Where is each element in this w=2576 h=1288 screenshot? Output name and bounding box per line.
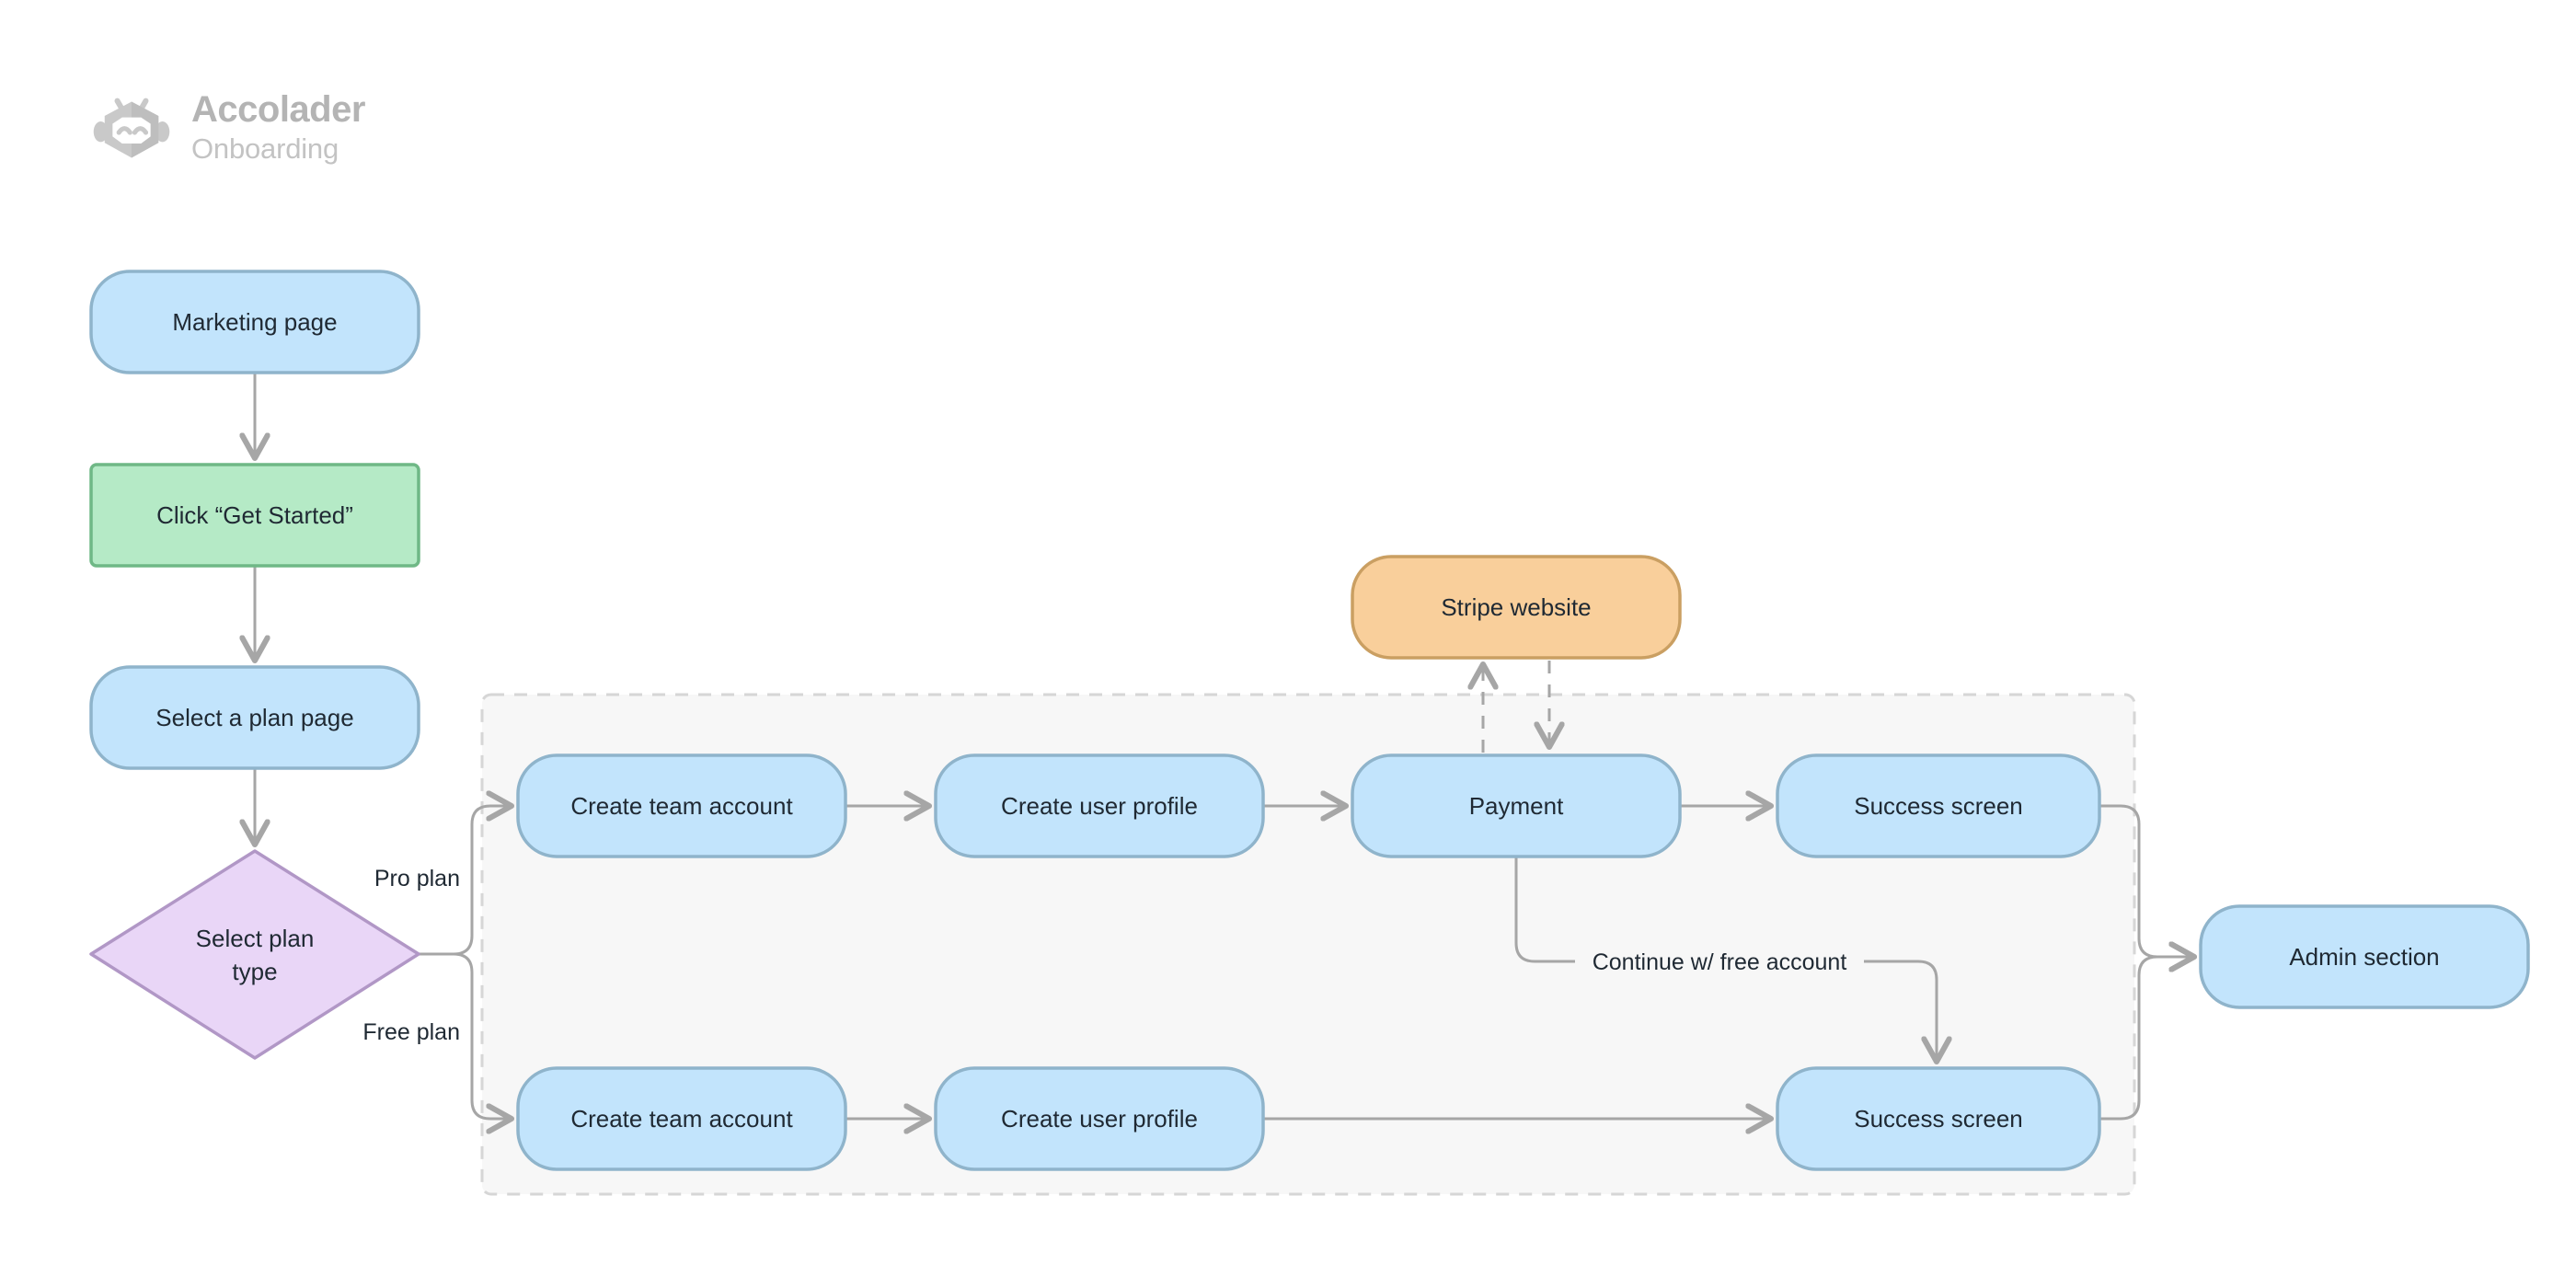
logo-wordmark: Accolader Onboarding [191,91,365,163]
edge-layer [255,373,2194,1119]
node-label-free-success-screen: Success screen [1854,1105,2023,1133]
node-free-create-user-profile[interactable]: Create user profile [934,1066,1265,1171]
node-label-click-get-started: Click “Get Started” [156,501,353,529]
node-label-free-create-user-profile: Create user profile [1001,1105,1198,1133]
edge-label-pro-plan: Pro plan [374,866,460,891]
node-admin-section[interactable]: Admin section [2199,904,2530,1009]
node-label-pro-success-screen: Success screen [1854,792,2023,820]
node-label-pro-create-user-profile: Create user profile [1001,792,1198,820]
node-stripe-website[interactable]: Stripe website [1351,555,1682,660]
node-label-admin-section: Admin section [2289,943,2439,971]
logo-title: Accolader [191,89,365,130]
edge-payment-to-free-success-left [1514,857,1575,963]
edge-label-continue-free-account: Continue w/ free account [1593,949,1847,975]
node-pro-create-team-account[interactable]: Create team account [516,753,847,858]
node-marketing-page[interactable]: Marketing page [89,270,420,374]
edge-label-free-plan: Free plan [362,1019,460,1045]
plan-flows-container [480,693,2136,1196]
node-label-select-plan-type-line2: type [232,958,277,985]
node-label-stripe-website: Stripe website [1441,593,1591,621]
edge-payment-to-free-success-right [1864,960,1937,1062]
node-pro-create-user-profile[interactable]: Create user profile [934,753,1265,858]
node-free-create-team-account[interactable]: Create team account [516,1066,847,1171]
robot-head-icon [93,98,170,158]
edge-diamond-to-free-create-team [419,952,512,1119]
node-label-free-create-team-account: Create team account [570,1105,793,1133]
app-logo: Accolader Onboarding [92,87,365,167]
node-select-a-plan-page[interactable]: Select a plan page [89,665,420,770]
node-label-marketing-page: Marketing page [172,308,337,336]
node-label-select-a-plan-page: Select a plan page [155,704,353,731]
node-label-payment: Payment [1469,792,1564,820]
edge-free-success-to-admin [2099,957,2194,1121]
edge-pro-success-to-admin [2099,804,2194,957]
node-select-plan-type[interactable]: Select plan type [89,849,420,1060]
edge-diamond-to-pro-create-team [419,806,512,956]
node-pro-success-screen[interactable]: Success screen [1776,753,2101,858]
logo-subtitle: Onboarding [191,132,339,165]
edge-label-layer: Pro plan Free plan Continue w/ free acco… [362,866,1846,1045]
node-free-success-screen[interactable]: Success screen [1776,1066,2101,1171]
node-label-select-plan-type-line1: Select plan [196,925,315,952]
node-label-pro-create-team-account: Create team account [570,792,793,820]
node-click-get-started[interactable]: Click “Get Started” [89,463,420,568]
node-payment[interactable]: Payment [1351,753,1682,858]
